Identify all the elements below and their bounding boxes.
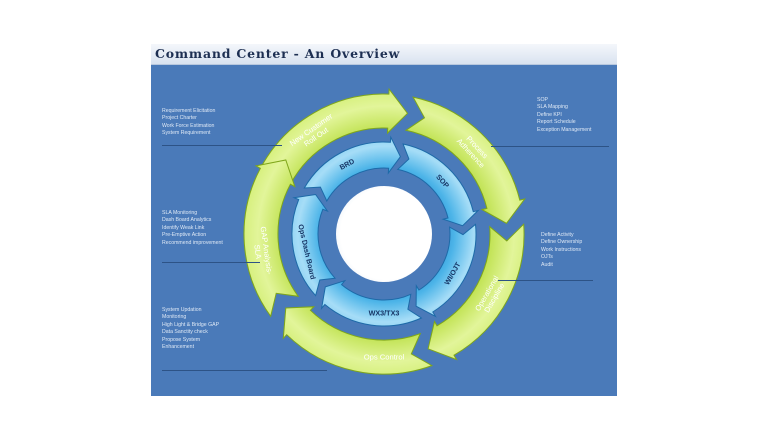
- note-item: Dash Board Analytics: [162, 217, 212, 224]
- note-item: Recommend improvement: [162, 239, 223, 246]
- outer-segment: [243, 159, 300, 318]
- note-item: Exception Management: [537, 126, 592, 133]
- note-item: Requirement Elicitation: [162, 108, 216, 114]
- inner-segment: [303, 135, 401, 203]
- note-gap-analysis: SLA Monitoring Dash Board Analytics Iden…: [162, 210, 223, 247]
- outer-segment-label: Ops Control: [364, 353, 405, 362]
- divider-line: [498, 280, 593, 281]
- divider-line: [491, 146, 609, 147]
- outer-segment: [282, 306, 434, 375]
- outer-segment: [404, 96, 526, 224]
- outer-cycle-segments: [243, 87, 526, 375]
- note-item: Project Charter: [162, 115, 197, 122]
- note-item: Propose System Enhancement: [162, 336, 201, 351]
- note-item: Work Force Estimation: [162, 122, 215, 129]
- note-item: Data Sanctity check: [162, 329, 208, 336]
- inner-segment: [415, 223, 477, 318]
- slide-title: Command Center - An Overview: [155, 46, 401, 61]
- note-item: Report Schedule: [537, 119, 576, 126]
- inner-segment: [320, 279, 423, 327]
- note-process-adherence: SOP SLA Mapping Define KPI Report Schedu…: [537, 97, 592, 134]
- note-item: SLA Mapping: [537, 104, 568, 111]
- note-item: High Light & Bridge GAP: [162, 321, 220, 328]
- note-item: Identify Weak Link: [162, 224, 205, 231]
- note-item: Work Instructions: [541, 246, 581, 253]
- note-operational-discipline: Define Activity Define Ownership Work In…: [541, 232, 582, 269]
- divider-line: [162, 145, 282, 146]
- note-item: OJTs: [541, 254, 553, 261]
- inner-cycle-segments: [291, 135, 480, 327]
- inner-segment: [291, 193, 337, 297]
- divider-line: [162, 370, 327, 371]
- note-item: Define Ownership: [541, 239, 583, 246]
- note-new-customer: Requirement Elicitation Project Charter …: [162, 108, 215, 138]
- outer-segment: [259, 87, 409, 186]
- note-ops-control: System Updation Monitoring High Light & …: [162, 307, 222, 351]
- note-item: Define Activity: [541, 232, 574, 238]
- outer-segment: [427, 223, 525, 361]
- inner-segment: [396, 143, 480, 227]
- inner-segment-label: WX3/TX3: [369, 309, 400, 318]
- note-item: System Requirement: [162, 130, 211, 137]
- divider-line: [162, 262, 260, 263]
- note-item: SOP: [537, 97, 548, 103]
- note-item: SLA Monitoring: [162, 210, 198, 216]
- note-item: Define KPI: [537, 111, 562, 118]
- note-item: Audit: [541, 261, 553, 268]
- center-circle: [336, 186, 432, 282]
- note-item: System Updation Monitoring: [162, 307, 202, 321]
- slide: Command Center - An Overview: [151, 44, 617, 396]
- note-item: Pre-Emptive Action: [162, 232, 207, 239]
- title-bar: Command Center - An Overview: [151, 44, 617, 65]
